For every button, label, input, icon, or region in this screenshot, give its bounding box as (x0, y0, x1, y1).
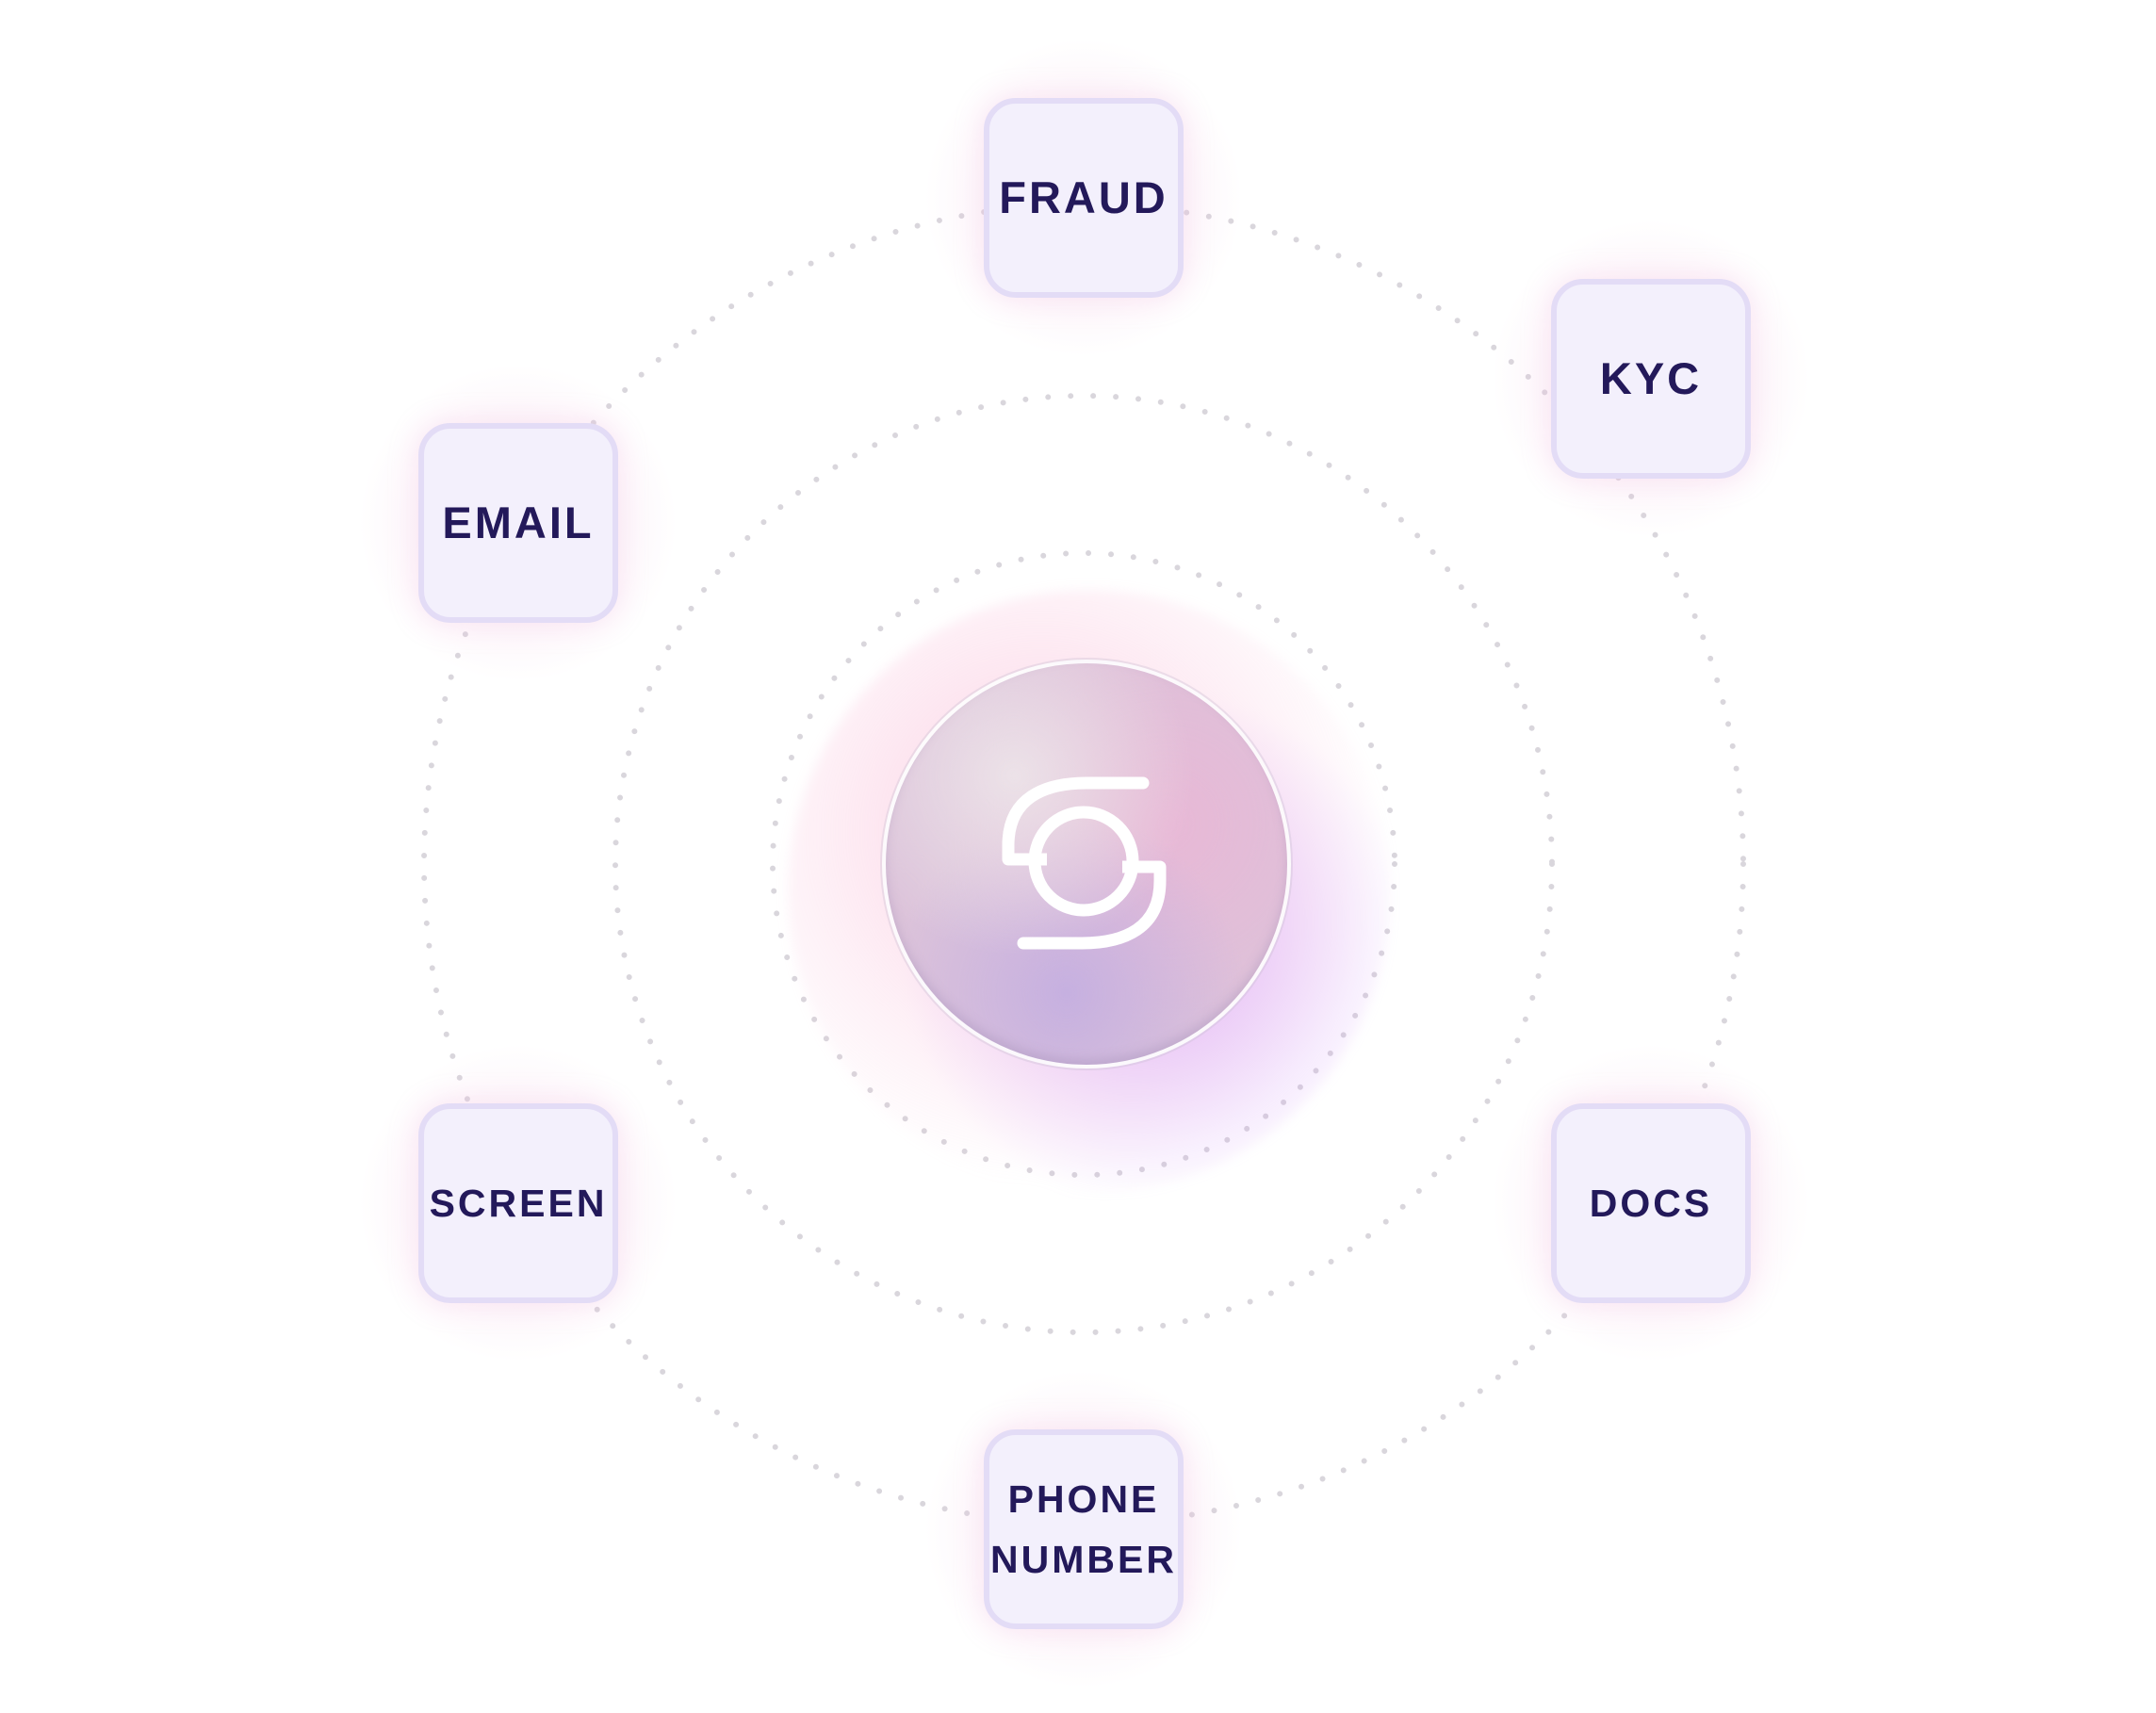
center-hub[interactable] (882, 660, 1291, 1069)
docs-node[interactable]: DOCS (1551, 1103, 1751, 1303)
email-node[interactable]: EMAIL (418, 423, 618, 623)
intersecting-rings-logo-icon (1002, 776, 1167, 950)
screen-node-label: SCREEN (429, 1182, 608, 1225)
middle-orbit-ring (612, 393, 1555, 1335)
phone-number-node-label: PHONE NUMBER (990, 1477, 1177, 1581)
outer-orbit-ring (421, 202, 1746, 1526)
kyc-node[interactable]: KYC (1551, 279, 1751, 479)
kyc-node-label: KYC (1599, 353, 1703, 403)
inner-orbit-ring (770, 550, 1397, 1178)
docs-node-label: DOCS (1589, 1182, 1713, 1225)
fraud-node[interactable]: FRAUD (984, 98, 1184, 298)
screen-node[interactable]: SCREEN (418, 1103, 618, 1303)
email-node-label: EMAIL (442, 498, 595, 547)
phone-number-node[interactable]: PHONE NUMBER (984, 1429, 1184, 1629)
fraud-node-label: FRAUD (999, 172, 1168, 222)
